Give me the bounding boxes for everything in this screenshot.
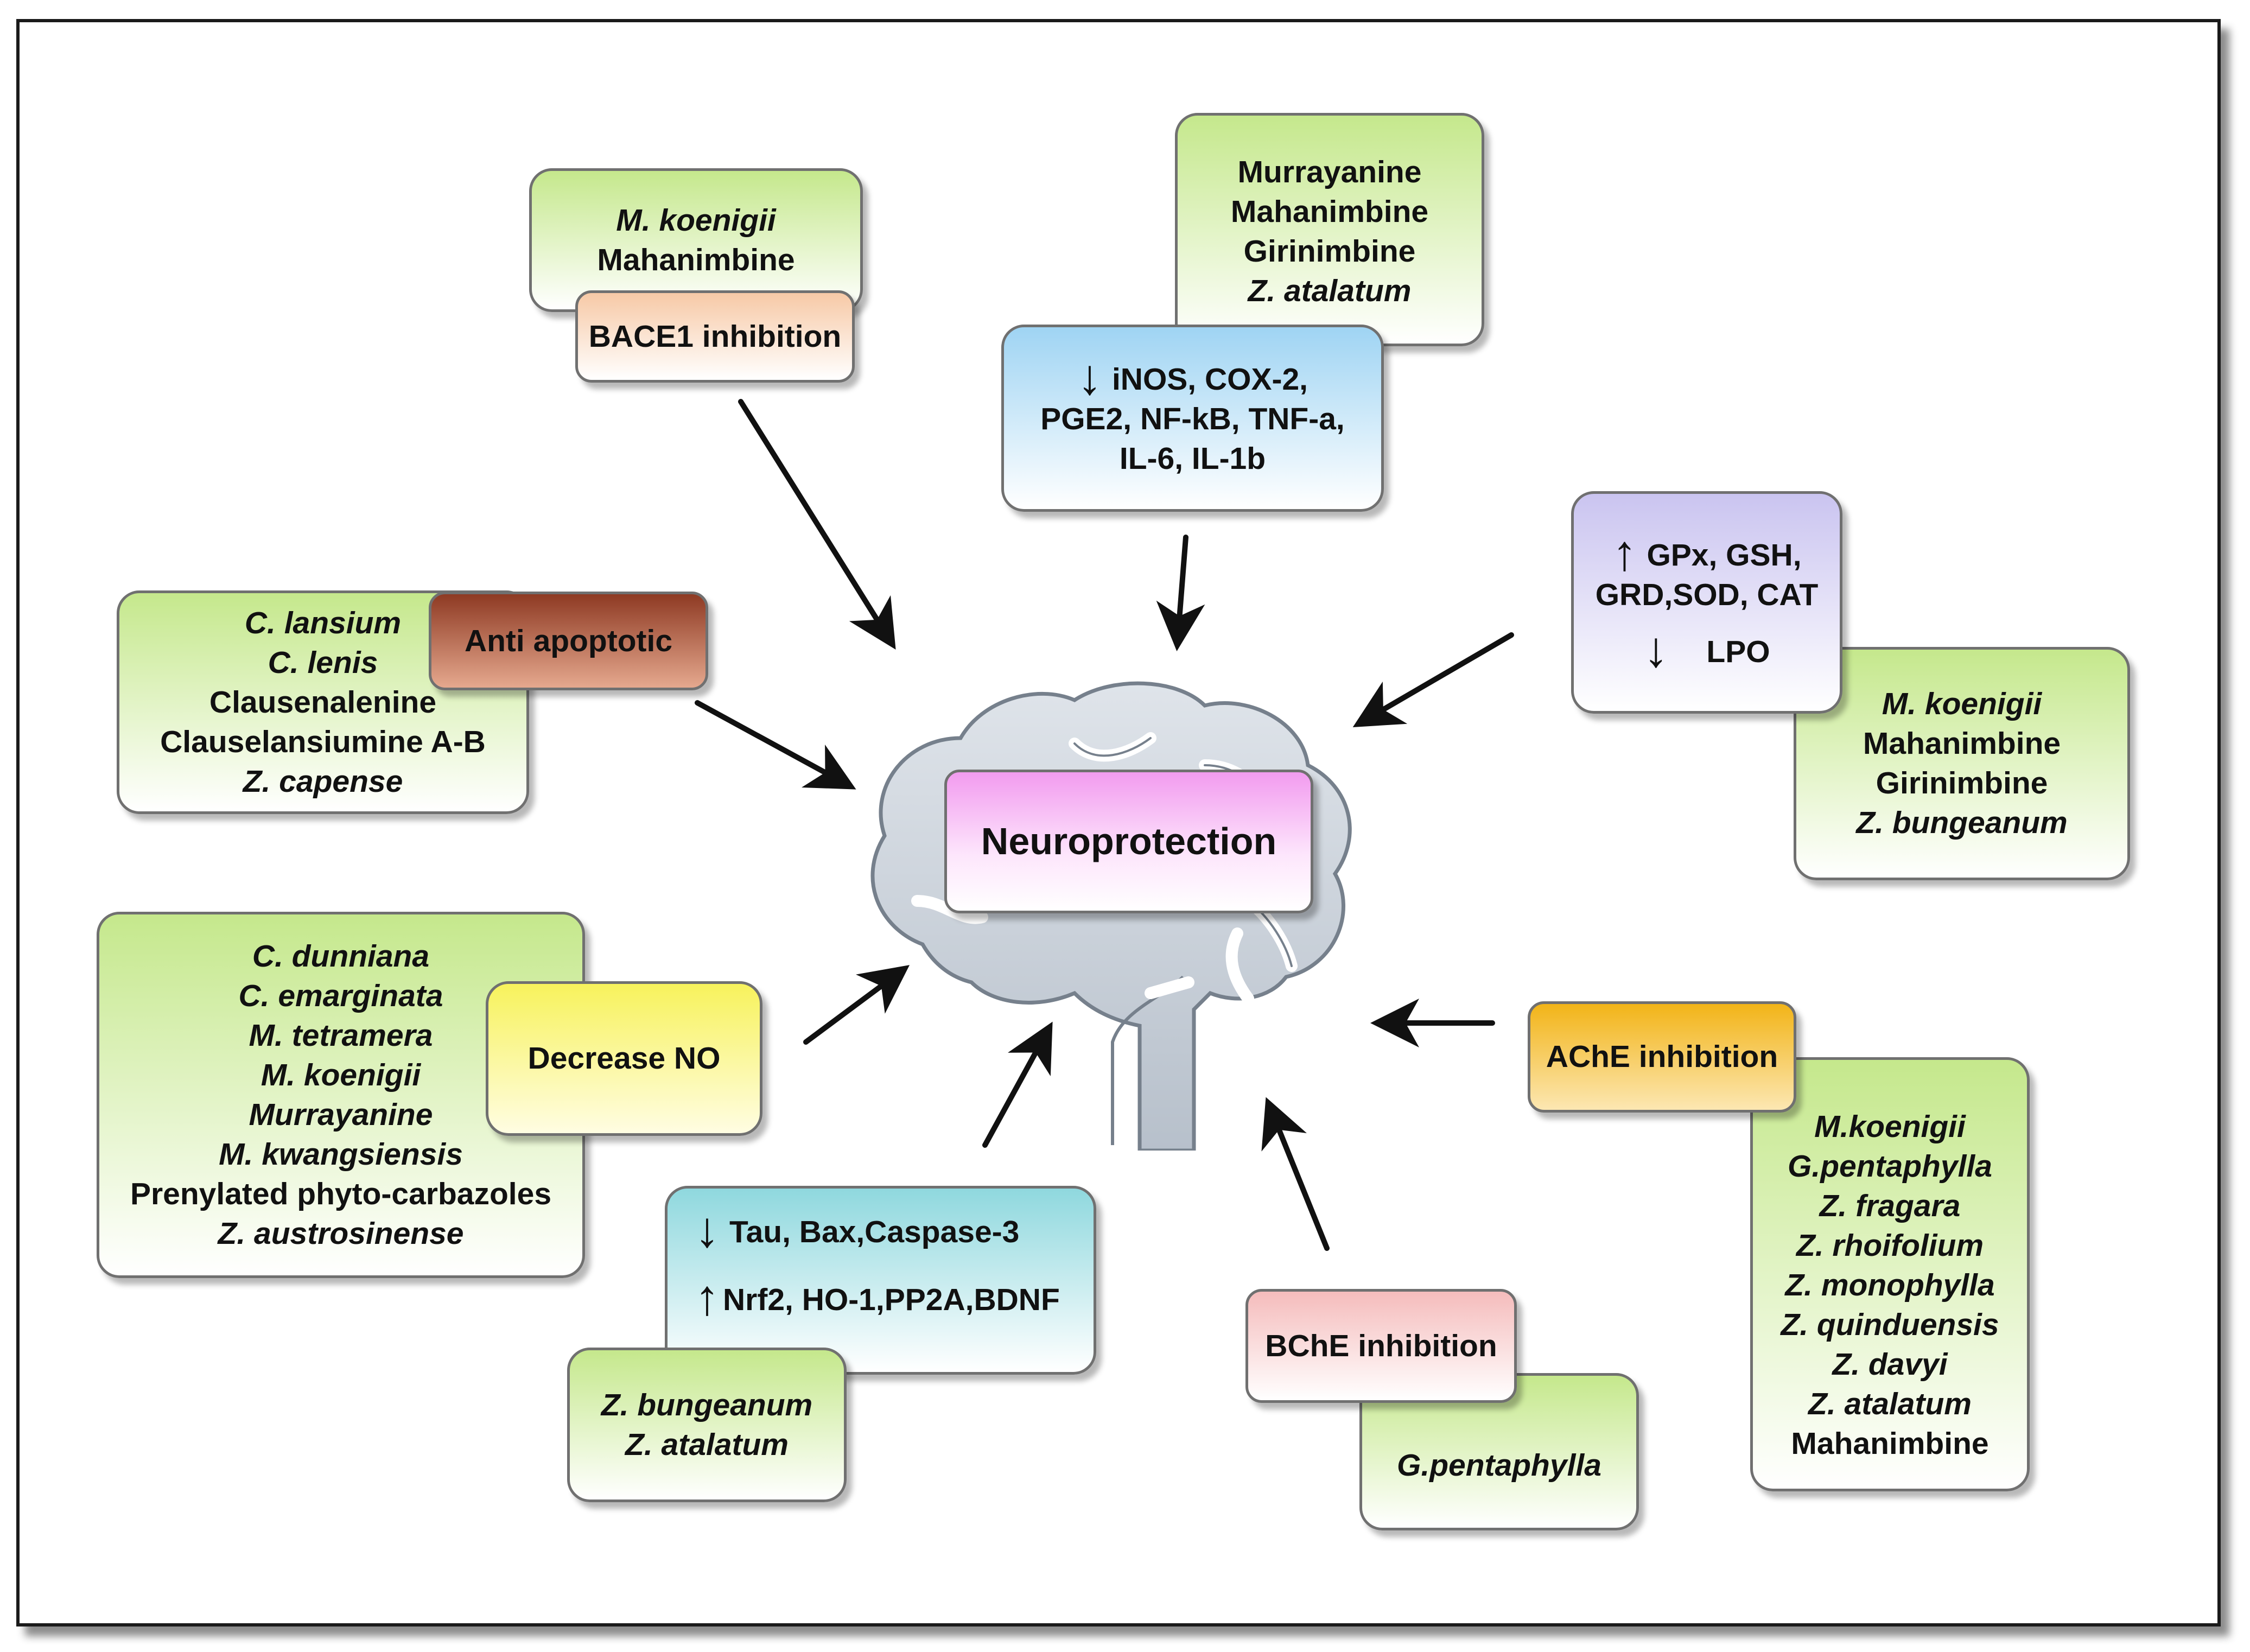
source-item: M.koenigii [1814, 1109, 1966, 1144]
arrow-anti-apoptotic [695, 700, 856, 790]
source-item: Z. rhoifolium [1796, 1228, 1984, 1263]
down-arrow-icon: ↓ [1643, 621, 1669, 677]
antioxidant-markers-box: ↑GPx, GSH, GRD,SOD, CAT ↓LPO [1571, 491, 1842, 714]
marker-line: IL-6, IL-1b [1119, 441, 1266, 476]
decrease-no-label: Decrease NO [527, 1041, 721, 1076]
antioxidant-sources-box: M. koenigii Mahanimbine Girinimbine Z. b… [1794, 647, 2130, 880]
neuroprotection-text: Neuroprotection [981, 820, 1277, 862]
bche-inhibition-box: BChE inhibition [1245, 1289, 1517, 1403]
up-arrow-icon: ↑ [1612, 525, 1637, 581]
source-item: M. tetramera [249, 1018, 433, 1053]
source-item: Clausenalenine [209, 684, 437, 720]
source-item: G.pentaphylla [1397, 1447, 1601, 1483]
source-item: Z. capense [243, 764, 403, 799]
source-item: M. koenigii [1882, 687, 2042, 721]
tau-markers-box: ↓Tau, Bax,Caspase-3 ↑Nrf2, HO-1,PP2A,BDN… [665, 1186, 1096, 1375]
source-item: Murrayanine [249, 1097, 433, 1132]
arrow-tau [982, 1021, 1053, 1148]
arrow-antioxidant [1352, 632, 1514, 728]
marker-line: ↓Tau, Bax,Caspase-3 [695, 1202, 1020, 1257]
decrease-no-box: Decrease NO [486, 981, 762, 1136]
down-arrow-icon: ↓ [695, 1202, 720, 1257]
ache-inhibition-box: AChE inhibition [1528, 1001, 1796, 1113]
inflammation-markers-box: ↓iNOS, COX-2, PGE2, NF-kB, TNF-a, IL-6, … [1001, 325, 1384, 512]
source-item: Girinimbine [1876, 766, 2048, 800]
ache-sources-box: M.koenigii G.pentaphylla Z. fragara Z. r… [1750, 1057, 2030, 1491]
source-item: M. kwangsiensis [219, 1136, 463, 1172]
source-item: Mahanimbine [597, 243, 795, 277]
source-item: Z. quinduensis [1781, 1307, 1999, 1342]
marker-line: ↑Nrf2, HO-1,PP2A,BDNF [695, 1270, 1060, 1325]
source-item: C. dunniana [252, 938, 430, 974]
source-item: Z. monophylla [1785, 1267, 1995, 1302]
ache-label: AChE inhibition [1546, 1039, 1778, 1074]
inflammation-sources-box: Murrayanine Mahanimbine Girinimbine Z. a… [1175, 113, 1484, 346]
arrow-decrease-no [803, 965, 910, 1045]
up-arrow-icon: ↑ [695, 1270, 720, 1325]
source-item: Z. atalatum [1248, 274, 1412, 308]
arrow-bche [1261, 1097, 1330, 1251]
source-item: Z. bungeanum [601, 1387, 813, 1422]
source-item: Prenylated phyto-carbazoles [130, 1176, 552, 1211]
marker-line: ↓LPO [1643, 621, 1770, 677]
source-item: Z. davyi [1832, 1346, 1948, 1382]
arrow-inflammation [1156, 535, 1205, 651]
bche-label: BChE inhibition [1265, 1328, 1497, 1363]
source-item: Z. bungeanum [1856, 805, 2068, 840]
marker-line: GRD,SOD, CAT [1595, 577, 1819, 612]
source-item: G.pentaphylla [1788, 1148, 1992, 1184]
source-item: C. lenis [268, 645, 378, 680]
source-item: M. koenigii [616, 203, 776, 238]
source-item: Clauselansiumine A-B [160, 724, 486, 759]
tau-sources-box: Z. bungeanum Z. atalatum [567, 1348, 847, 1502]
source-item: Mahanimbine [1791, 1426, 1989, 1461]
down-arrow-icon: ↓ [1077, 350, 1102, 405]
source-item: Mahanimbine [1230, 194, 1429, 229]
source-item: Z. atalatum [1808, 1386, 1972, 1421]
decrease-no-sources-box: C. dunniana C. emarginata M. tetramera M… [97, 912, 585, 1278]
source-item: C. lansium [244, 605, 402, 640]
marker-line: ↑GPx, GSH, [1612, 525, 1802, 581]
neuroprotection-label: Neuroprotection [944, 770, 1313, 913]
bace1-inhibition-box: BACE1 inhibition [575, 290, 855, 383]
marker-line: PGE2, NF-kB, TNF-a, [1040, 402, 1345, 436]
source-item: Z. fragara [1819, 1188, 1961, 1223]
anti-apoptotic-label: Anti apoptotic [464, 623, 673, 658]
anti-apoptotic-box: Anti apoptotic [429, 592, 708, 690]
source-item: Z. austrosinense [218, 1216, 464, 1251]
marker-line: ↓iNOS, COX-2, [1077, 350, 1308, 405]
source-item: Z. atalatum [625, 1427, 789, 1462]
source-item: M. koenigii [260, 1057, 421, 1092]
source-item: Murrayanine [1237, 155, 1422, 189]
source-item: C. emarginata [238, 978, 443, 1013]
bace1-label: BACE1 inhibition [588, 319, 842, 354]
source-item: Mahanimbine [1863, 726, 2061, 761]
source-item: Girinimbine [1243, 234, 1416, 269]
arrow-bace1 [738, 399, 896, 650]
